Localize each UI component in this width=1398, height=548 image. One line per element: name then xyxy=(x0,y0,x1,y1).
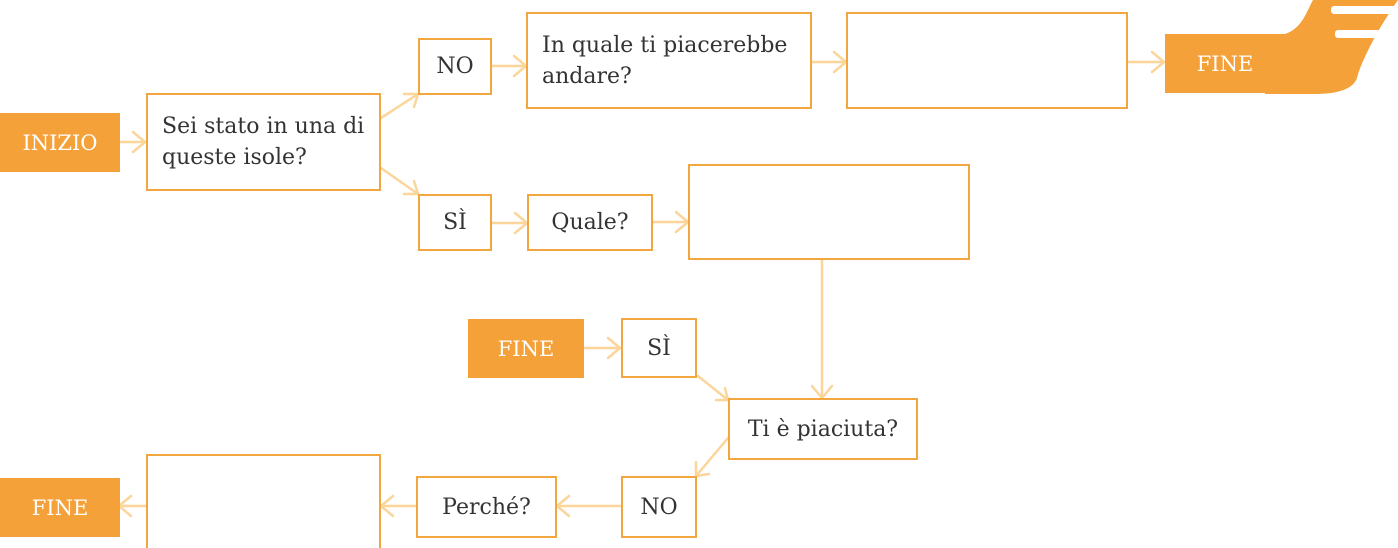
blank-answer-middle-box[interactable] xyxy=(688,164,970,260)
arrow-blank-to-end-top xyxy=(1126,50,1166,74)
question-which-box: Quale? xyxy=(527,194,653,251)
arrow-why-to-blank xyxy=(379,494,418,518)
arrow-yes-to-which xyxy=(490,211,529,235)
arrow-question-to-no xyxy=(379,92,420,120)
arrow-blank-to-liked xyxy=(810,258,834,400)
blank-answer-top-box[interactable] xyxy=(846,12,1128,109)
end-terminal-middle: FINE xyxy=(468,319,584,378)
question-which-would-like-box: In quale ti piacerebbe andare? xyxy=(526,12,812,109)
answer-yes-bottom-box: SÌ xyxy=(621,318,697,378)
arrow-which-to-blank xyxy=(651,210,690,234)
answer-no-top-box: NO xyxy=(418,38,492,95)
plug-icon xyxy=(1265,0,1398,94)
arrow-question-to-yes xyxy=(379,166,420,196)
question-visited-box: Sei stato in una di queste isole? xyxy=(146,93,381,191)
question-liked-box: Ti è piaciuta? xyxy=(728,398,918,460)
arrow-blank-to-end-bottom xyxy=(117,494,148,518)
answer-no-bottom-box: NO xyxy=(621,476,697,538)
arrow-liked-to-no xyxy=(694,436,730,478)
arrow-yes-to-liked xyxy=(696,374,730,402)
question-why-box: Perché? xyxy=(416,476,557,538)
arrow-end-middle-to-yes xyxy=(583,336,622,360)
arrow-no-to-why xyxy=(555,494,623,518)
arrow-no-to-which-would-like xyxy=(490,54,528,78)
arrow-which-would-like-to-blank xyxy=(810,50,848,74)
blank-answer-bottom-box[interactable] xyxy=(146,454,381,548)
answer-yes-top-box: SÌ xyxy=(418,194,492,251)
start-terminal: INIZIO xyxy=(0,113,120,172)
arrow-start-to-question xyxy=(116,130,147,154)
end-terminal-bottom: FINE xyxy=(0,478,120,537)
